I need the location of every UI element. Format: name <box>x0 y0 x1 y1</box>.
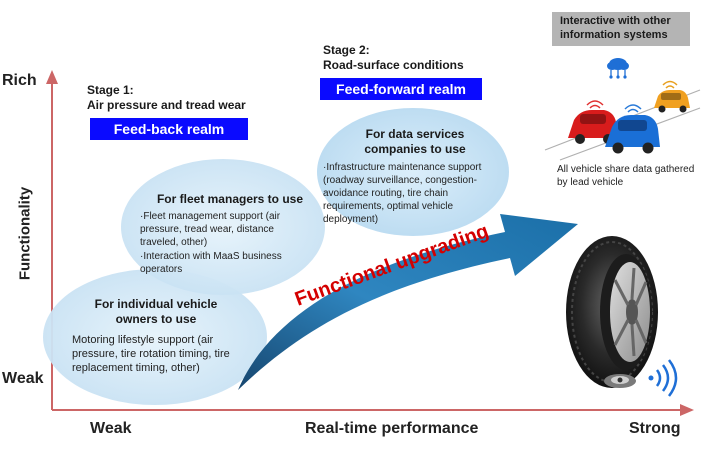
y-axis-bottom-label: Weak <box>2 370 44 387</box>
interactive-systems-box: Interactive with other information syste… <box>552 12 690 46</box>
y-axis-top-label: Rich <box>2 72 37 89</box>
y-axis-title: Functionality <box>16 186 34 281</box>
wifi-signal-icon <box>624 104 642 113</box>
red-car-icon <box>568 110 618 144</box>
feed-forward-realm-label: Feed-forward realm <box>320 78 482 100</box>
fleet-bubble-item1: ·Fleet management support (air pressure,… <box>140 211 281 248</box>
x-axis <box>52 404 694 416</box>
blue-car-icon <box>605 115 660 154</box>
x-axis-right-label: Strong <box>629 420 681 437</box>
tire-sensor-icon <box>604 374 636 388</box>
vehicle-share-caption: All vehicle share data gathered by lead … <box>557 164 695 188</box>
stage1-subtitle: Air pressure and tread wear <box>87 98 246 112</box>
x-axis-title: Real-time performance <box>305 420 479 437</box>
bubble-fleet-bg <box>121 159 325 295</box>
cloud-icon <box>607 58 629 79</box>
stage2-subtitle: Road-surface conditions <box>323 58 464 72</box>
stage1-title: Stage 1: <box>87 83 134 97</box>
stage2-title: Stage 2: <box>323 43 370 57</box>
wifi-signal-icon <box>662 80 678 89</box>
data-services-bubble-text: ·Infrastructure maintenance support (roa… <box>323 162 482 225</box>
individual-bubble-title: For individual vehicle owners to use <box>94 297 218 326</box>
data-services-bubble-title: For data services companies to use <box>364 127 466 156</box>
fleet-bubble-item2: ·Interaction with MaaS business operator… <box>140 251 282 275</box>
bubble-individual-bg <box>43 269 267 405</box>
tire-icon <box>566 236 658 388</box>
x-axis-left-label: Weak <box>90 420 132 437</box>
fleet-bubble-title: For fleet managers to use <box>156 192 304 206</box>
bubble-data-services-bg <box>317 108 509 236</box>
feed-back-realm-label: Feed-back realm <box>90 118 248 140</box>
wifi-signal-icon <box>586 100 604 109</box>
sensor-signal-icon <box>648 359 678 397</box>
individual-bubble-text: Motoring lifestyle support (air pressure… <box>72 334 230 374</box>
orange-car-icon <box>654 90 690 113</box>
functional-upgrading-arrow <box>238 214 578 390</box>
